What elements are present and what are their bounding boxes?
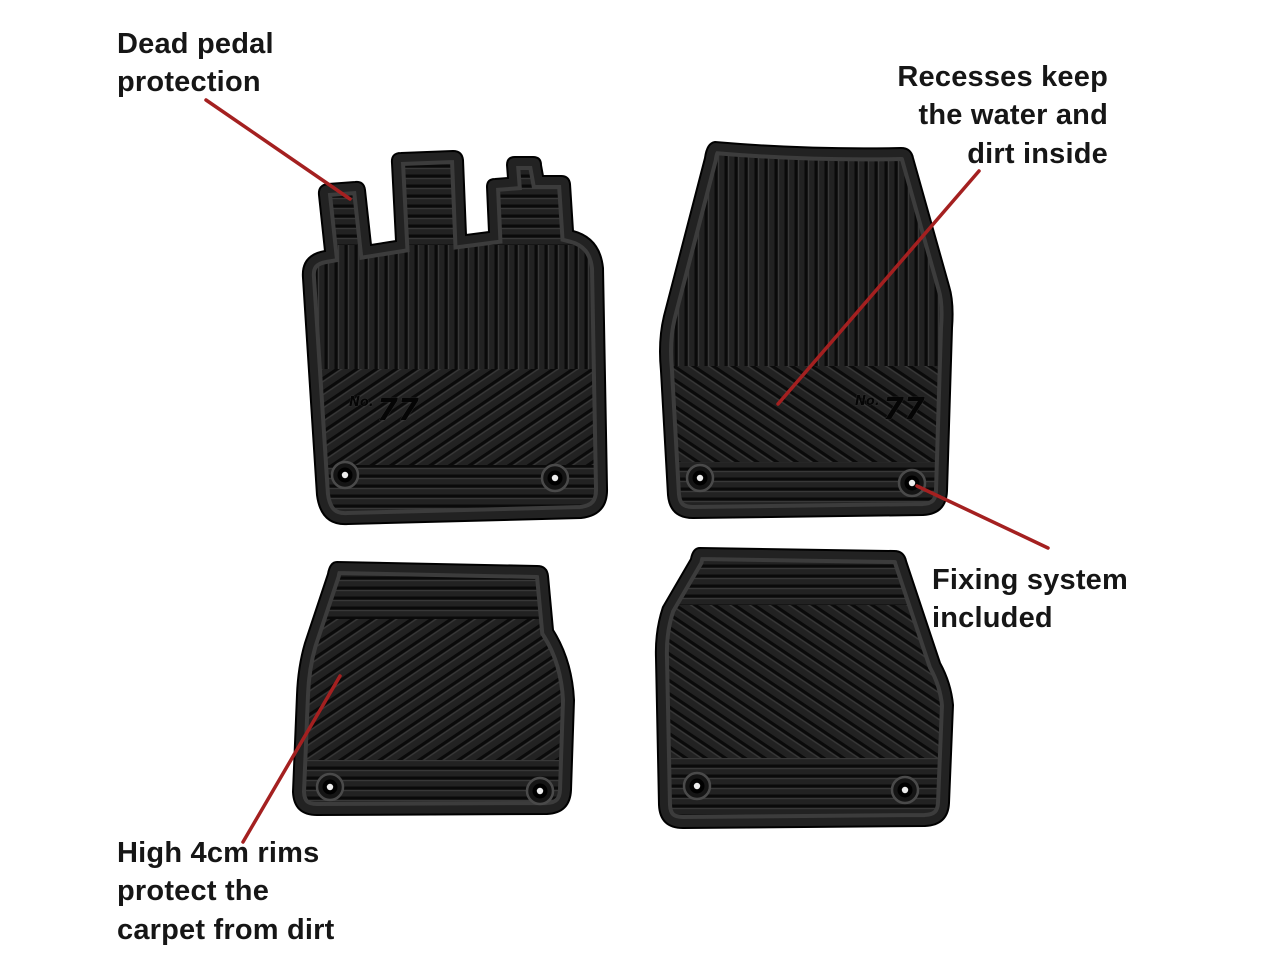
fixing-clip-icon [890, 775, 920, 805]
brand-logo: No. 77 [349, 393, 419, 429]
label-recesses-keep-water: Recesses keep the water and dirt inside [897, 61, 1108, 170]
fixing-clip-icon [897, 468, 927, 498]
brand-logo-prefix: No. [349, 395, 374, 410]
fixing-clip-icon [315, 772, 345, 802]
rear-right-mat [654, 546, 955, 830]
brand-logo-prefix: No. [855, 394, 880, 409]
label-fixing-system-included: Fixing system included [932, 564, 1128, 635]
front-right-mat: No. 77 [659, 140, 954, 520]
fixing-clip-icon [682, 771, 712, 801]
fixing-clip-icon [525, 776, 555, 806]
label-high-rims-protect: High 4cm rims protect the carpet from di… [117, 837, 335, 946]
fixing-clip-icon [540, 463, 570, 493]
brand-logo-number: 77 [883, 392, 925, 427]
rear-left-mat [291, 560, 576, 817]
fixing-clip-icon [685, 463, 715, 493]
front-left-mat: No. 77 [301, 149, 609, 526]
brand-logo-number: 77 [377, 393, 419, 428]
fixing-clip-icon [330, 460, 360, 490]
label-dead-pedal-protection: Dead pedal protection [117, 28, 274, 99]
